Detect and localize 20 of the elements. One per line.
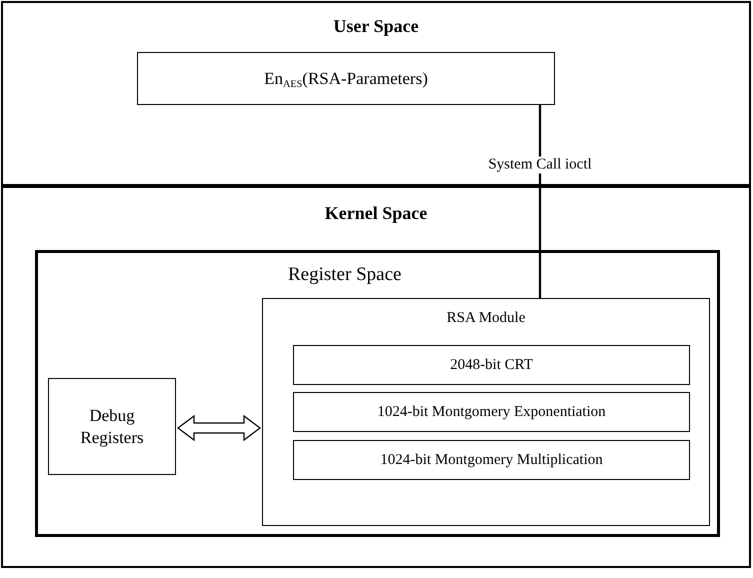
section-heading: Register Space xyxy=(288,263,402,287)
double-arrow xyxy=(177,414,261,442)
module-box xyxy=(262,298,710,526)
node-label: 1024-bit Montgomery Multiplication xyxy=(380,450,603,470)
component-box xyxy=(293,345,690,385)
node-label: 2048-bit CRT xyxy=(450,356,533,374)
section-heading: Kernel Space xyxy=(324,202,428,224)
component-box xyxy=(293,392,690,432)
section-heading: User Space xyxy=(332,15,420,38)
group-box xyxy=(35,250,720,537)
process-box xyxy=(48,378,176,475)
node-label: 1024-bit Montgomery Exponentiation xyxy=(377,402,606,422)
process-box xyxy=(137,52,555,105)
zone-box xyxy=(1,186,751,568)
connector-line xyxy=(538,105,542,298)
zone-box xyxy=(1,1,751,186)
node-label: En$_{AES}$(RSA-Parameters) xyxy=(264,68,428,90)
section-heading: RSA Module xyxy=(446,309,526,328)
node-label: Debug Registers xyxy=(79,405,145,448)
component-box xyxy=(293,440,690,480)
